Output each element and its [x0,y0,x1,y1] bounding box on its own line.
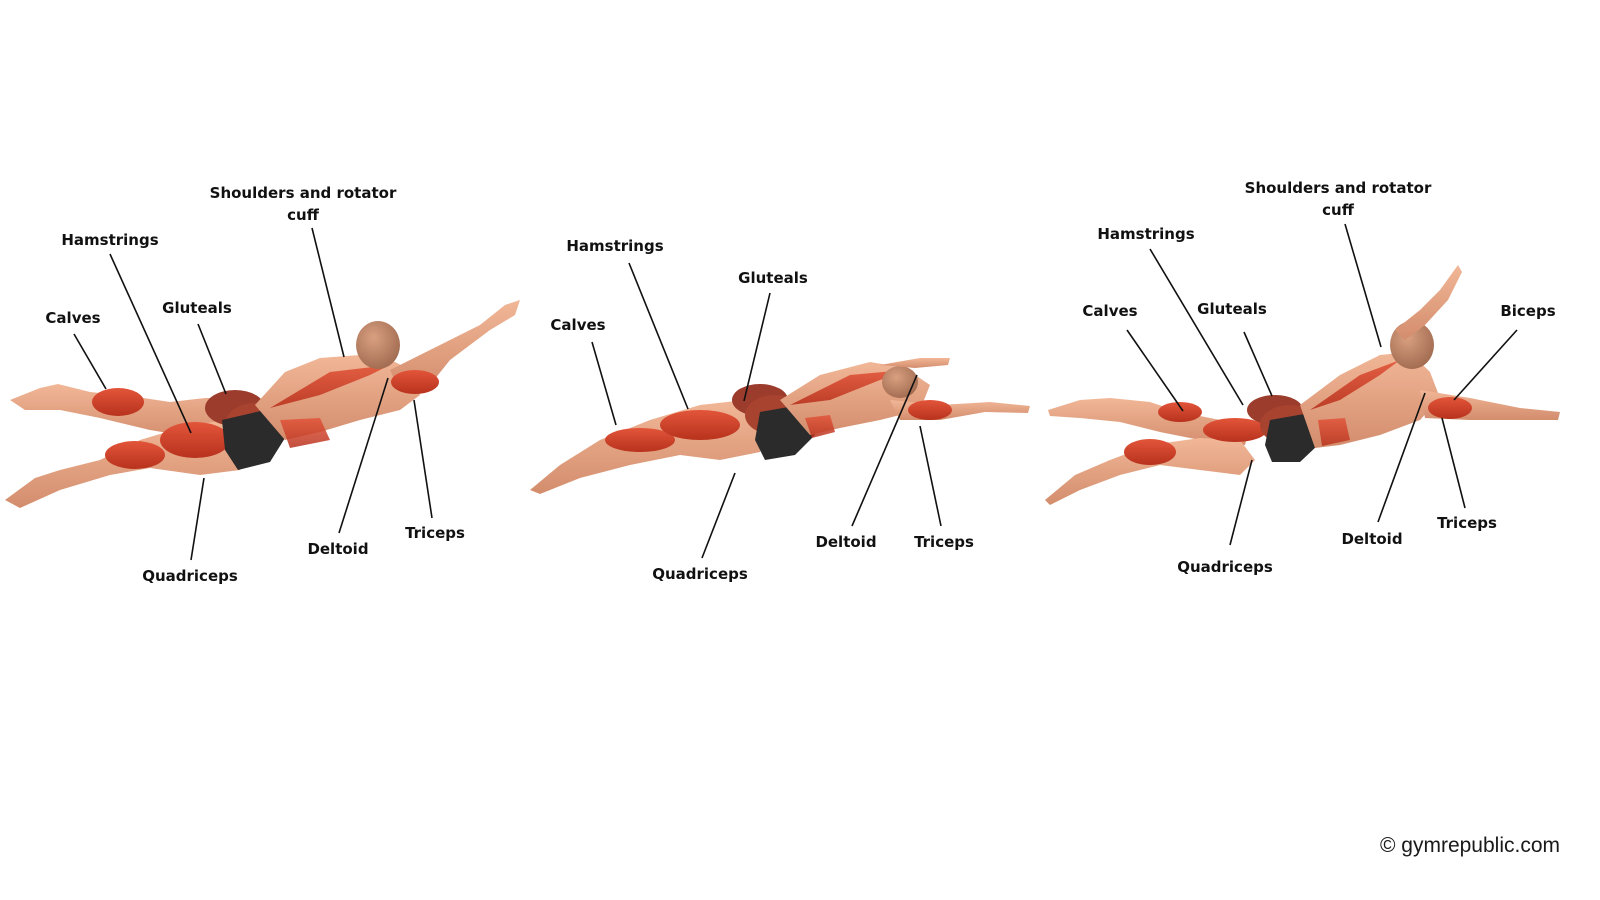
label-calves: Calves [45,309,101,327]
label-triceps: Triceps [914,533,974,551]
label-deltoid: Deltoid [815,533,877,551]
label-gluteals: Gluteals [1197,300,1267,318]
label-line: Shoulders and rotator [1244,179,1432,197]
label-biceps: Biceps [1500,302,1556,320]
label-triceps: Triceps [405,524,465,542]
label-hamstrings: Hamstrings [1097,225,1195,243]
label-triceps: Triceps [1437,514,1497,532]
label-shoulders-rotator-cuff: Shoulders and rotator cuff [210,182,397,226]
figure-3-body [1045,265,1560,505]
label-line: cuff [287,206,319,224]
copyright-notice: © gymrepublic.com [1379,834,1560,857]
label-gluteals: Gluteals [738,269,808,287]
label-line: Shoulders and rotator [209,184,397,202]
label-calves: Calves [550,316,606,334]
figure-2-body [530,358,1030,494]
label-calves: Calves [1082,302,1138,320]
leader-lines [73,223,1518,561]
label-line: cuff [1322,201,1354,219]
label-quadriceps: Quadriceps [142,567,238,585]
label-hamstrings: Hamstrings [566,237,664,255]
label-quadriceps: Quadriceps [652,565,748,583]
label-gluteals: Gluteals [162,299,232,317]
label-deltoid: Deltoid [307,540,369,558]
label-quadriceps: Quadriceps [1177,558,1273,576]
label-deltoid: Deltoid [1341,530,1403,548]
label-shoulders-rotator-cuff: Shoulders and rotator cuff [1245,177,1432,221]
figure-1-body [5,300,520,508]
label-hamstrings: Hamstrings [61,231,159,249]
